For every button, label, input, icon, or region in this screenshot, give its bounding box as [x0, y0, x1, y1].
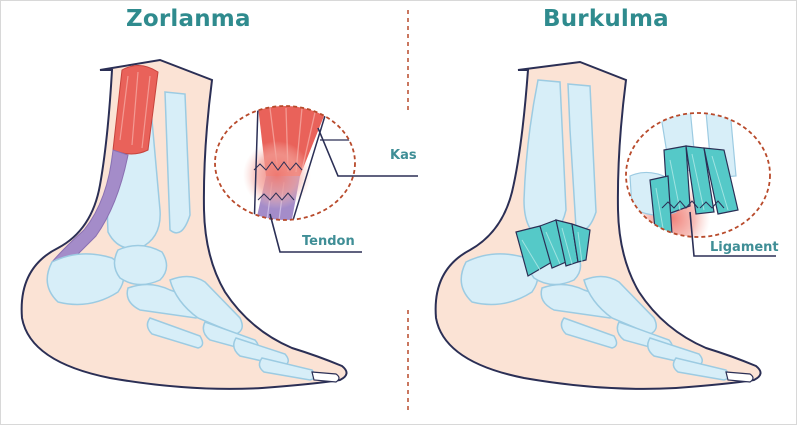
- callout-muscle: Kas: [390, 148, 417, 163]
- panel-title-strain: Zorlanma: [126, 6, 251, 32]
- right-zoom-detail: [620, 106, 780, 256]
- left-fibula: [165, 92, 190, 233]
- callout-ligament: Ligament: [710, 240, 779, 255]
- panel-title-sprain: Burkulma: [543, 6, 669, 32]
- left-zoom-detail: [210, 100, 360, 230]
- callout-tendon: Tendon: [302, 234, 355, 249]
